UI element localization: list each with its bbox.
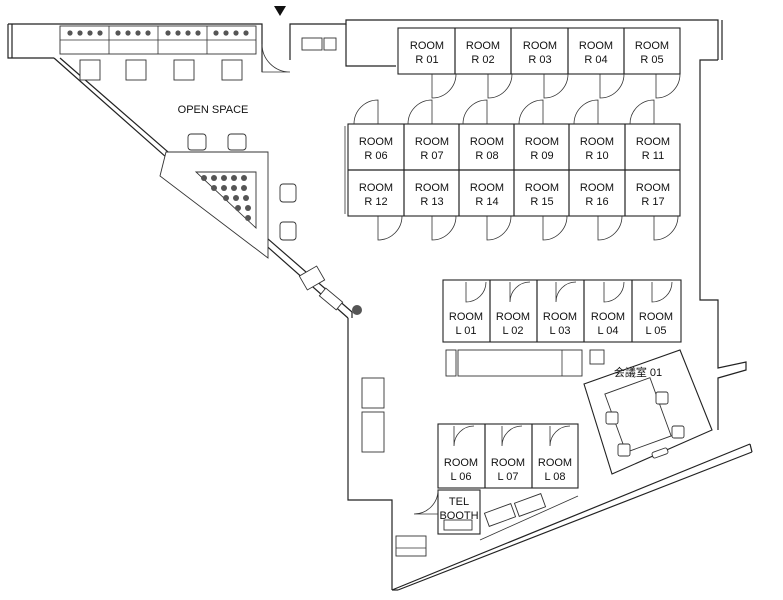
room-label-l03-l1: ROOM	[543, 311, 577, 323]
room-label-l05-l2: L 05	[645, 325, 666, 337]
room-label-r04-l1: ROOM	[579, 40, 613, 52]
room-label-r09-l2: R 09	[530, 150, 553, 162]
left-column-furniture	[361, 377, 385, 453]
room-label-l06-l1: ROOM	[444, 457, 478, 469]
room-label-r09-l1: ROOM	[525, 136, 559, 148]
room-label-r14-l1: ROOM	[470, 182, 504, 194]
room-label-l01-l1: ROOM	[449, 311, 483, 323]
room-label-l04-l2: L 04	[597, 325, 618, 337]
room-label-r14-l2: R 14	[475, 196, 498, 208]
room-label-r08-l2: R 08	[475, 150, 498, 162]
closet	[395, 535, 427, 557]
room-label-r04-l2: R 04	[584, 54, 607, 66]
room-label-r05-l1: ROOM	[635, 40, 669, 52]
room-label-r03-l2: R 03	[528, 54, 551, 66]
open-space-label: OPEN SPACE	[178, 104, 249, 116]
rooms-r-top-row	[397, 27, 681, 75]
room-label-r15-l2: R 15	[530, 196, 553, 208]
room-label-r12-l2: R 12	[364, 196, 387, 208]
meeting-room: 会議室 01	[583, 349, 713, 475]
room-label-r17-l2: R 17	[641, 196, 664, 208]
room-label-r07-l2: R 07	[420, 150, 443, 162]
room-label-r17-l1: ROOM	[636, 182, 670, 194]
room-label-l06-l2: L 06	[450, 471, 471, 483]
room-label-r08-l1: ROOM	[470, 136, 504, 148]
tel-booth: TEL BOOTH	[413, 489, 481, 535]
room-label-r15-l1: ROOM	[525, 182, 559, 194]
doors-r-mid-lower	[377, 215, 679, 241]
svg-text:BOOTH: BOOTH	[439, 510, 478, 522]
room-label-l04-l1: ROOM	[591, 311, 625, 323]
rooms-l-lower	[437, 423, 579, 489]
doors-l-lower	[453, 425, 571, 447]
room-label-r03-l1: ROOM	[523, 40, 557, 52]
room-label-l07-l1: ROOM	[491, 457, 525, 469]
room-label-l08-l2: L 08	[544, 471, 565, 483]
room-label-r02-l2: R 02	[471, 54, 494, 66]
room-label-l07-l2: L 07	[497, 471, 518, 483]
room-label-r06-l1: ROOM	[359, 136, 393, 148]
room-label-r10-l1: ROOM	[580, 136, 614, 148]
room-label-r13-l1: ROOM	[415, 182, 449, 194]
room-label-l02-l2: L 02	[502, 325, 523, 337]
room-label-r07-l1: ROOM	[415, 136, 449, 148]
room-label-r01-l2: R 01	[415, 54, 438, 66]
top-left-desk-cluster	[59, 25, 257, 81]
room-label-r05-l2: R 05	[640, 54, 663, 66]
room-label-r10-l2: R 10	[585, 150, 608, 162]
room-label-r02-l1: ROOM	[466, 40, 500, 52]
entrance-arrow-icon	[274, 6, 286, 16]
room-label-r16-l2: R 16	[585, 196, 608, 208]
bottom-benches	[479, 493, 579, 541]
room-label-l01-l2: L 01	[455, 325, 476, 337]
room-label-r12-l1: ROOM	[359, 182, 393, 194]
rooms-l-top-row	[442, 279, 682, 343]
room-label-r11-l2: R 11	[642, 150, 664, 162]
room-label-r13-l2: R 13	[420, 196, 443, 208]
room-label-l08-l1: ROOM	[538, 457, 572, 469]
svg-text:TEL: TEL	[449, 496, 469, 508]
entrance-door[interactable]	[261, 43, 291, 73]
room-label-l05-l1: ROOM	[639, 311, 673, 323]
room-label-r06-l2: R 06	[364, 150, 387, 162]
open-space-table	[159, 133, 297, 259]
room-label-l02-l1: ROOM	[496, 311, 530, 323]
doors-r-top	[431, 73, 681, 99]
room-label-r01-l1: ROOM	[410, 40, 444, 52]
room-label-l03-l2: L 03	[549, 325, 570, 337]
rooms-r-block	[344, 123, 681, 217]
room-label-r11-l1: ROOM	[636, 136, 670, 148]
corridor-counter	[445, 349, 605, 377]
meeting-room-label: 会議室 01	[614, 365, 662, 379]
room-label-r16-l1: ROOM	[580, 182, 614, 194]
doors-r-mid-upper	[353, 99, 655, 125]
doors-l-top	[465, 281, 673, 303]
